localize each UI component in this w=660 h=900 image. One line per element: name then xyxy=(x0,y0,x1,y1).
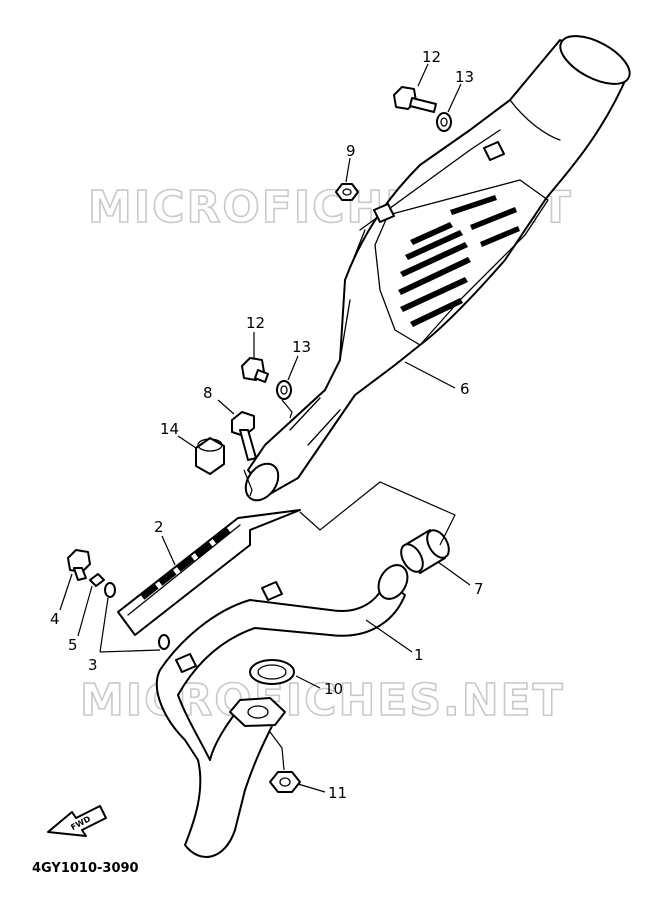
watermark-bottom: MICROFICHES.NET xyxy=(80,675,565,726)
callout-1: 1 xyxy=(414,646,424,664)
washer-part-13-lower[interactable] xyxy=(276,380,292,400)
callout-2: 2 xyxy=(154,518,164,536)
callout-5: 5 xyxy=(68,636,78,654)
callout-10: 10 xyxy=(324,680,343,698)
callout-12-upper: 12 xyxy=(422,48,441,66)
callout-9: 9 xyxy=(346,142,356,160)
callout-13-lower: 13 xyxy=(292,338,311,356)
bolt-part-12-lower[interactable] xyxy=(241,357,269,383)
forward-arrow-icon: FWD xyxy=(47,805,107,837)
gasket-part-10[interactable] xyxy=(249,659,295,685)
protector-slots xyxy=(140,527,231,600)
washer-part-5[interactable] xyxy=(89,573,105,587)
washer-part-13-upper[interactable] xyxy=(436,112,452,132)
leader-lines xyxy=(59,63,471,793)
callout-14: 14 xyxy=(160,420,179,438)
diagram-code: 4GY1010-3090 xyxy=(32,861,139,876)
bolt-part-8[interactable] xyxy=(231,411,257,461)
protector-part-2[interactable] xyxy=(117,509,301,636)
gasket-part-7[interactable] xyxy=(397,527,454,576)
collar-part-3[interactable] xyxy=(104,582,170,650)
callout-12-lower: 12 xyxy=(246,314,265,332)
callout-13-upper: 13 xyxy=(455,68,474,86)
callout-7: 7 xyxy=(474,580,484,598)
nut-part-11[interactable] xyxy=(269,771,301,793)
muffler-part-6[interactable] xyxy=(239,26,637,506)
nut-part-9[interactable] xyxy=(335,183,359,201)
exhaust-pipe-part-1[interactable] xyxy=(155,560,413,858)
bolt-part-4[interactable] xyxy=(67,549,91,581)
callout-8: 8 xyxy=(203,384,213,402)
callout-4: 4 xyxy=(50,610,60,628)
callout-6: 6 xyxy=(460,380,470,398)
plug-part-14[interactable] xyxy=(195,437,225,475)
heat-shield-slots xyxy=(398,195,520,327)
callout-numbers: 12 13 9 12 13 8 14 6 2 7 1 4 5 3 10 11 xyxy=(50,48,484,802)
bolt-part-12-upper[interactable] xyxy=(393,86,437,113)
callout-11: 11 xyxy=(328,784,347,802)
callout-3: 3 xyxy=(88,656,98,674)
